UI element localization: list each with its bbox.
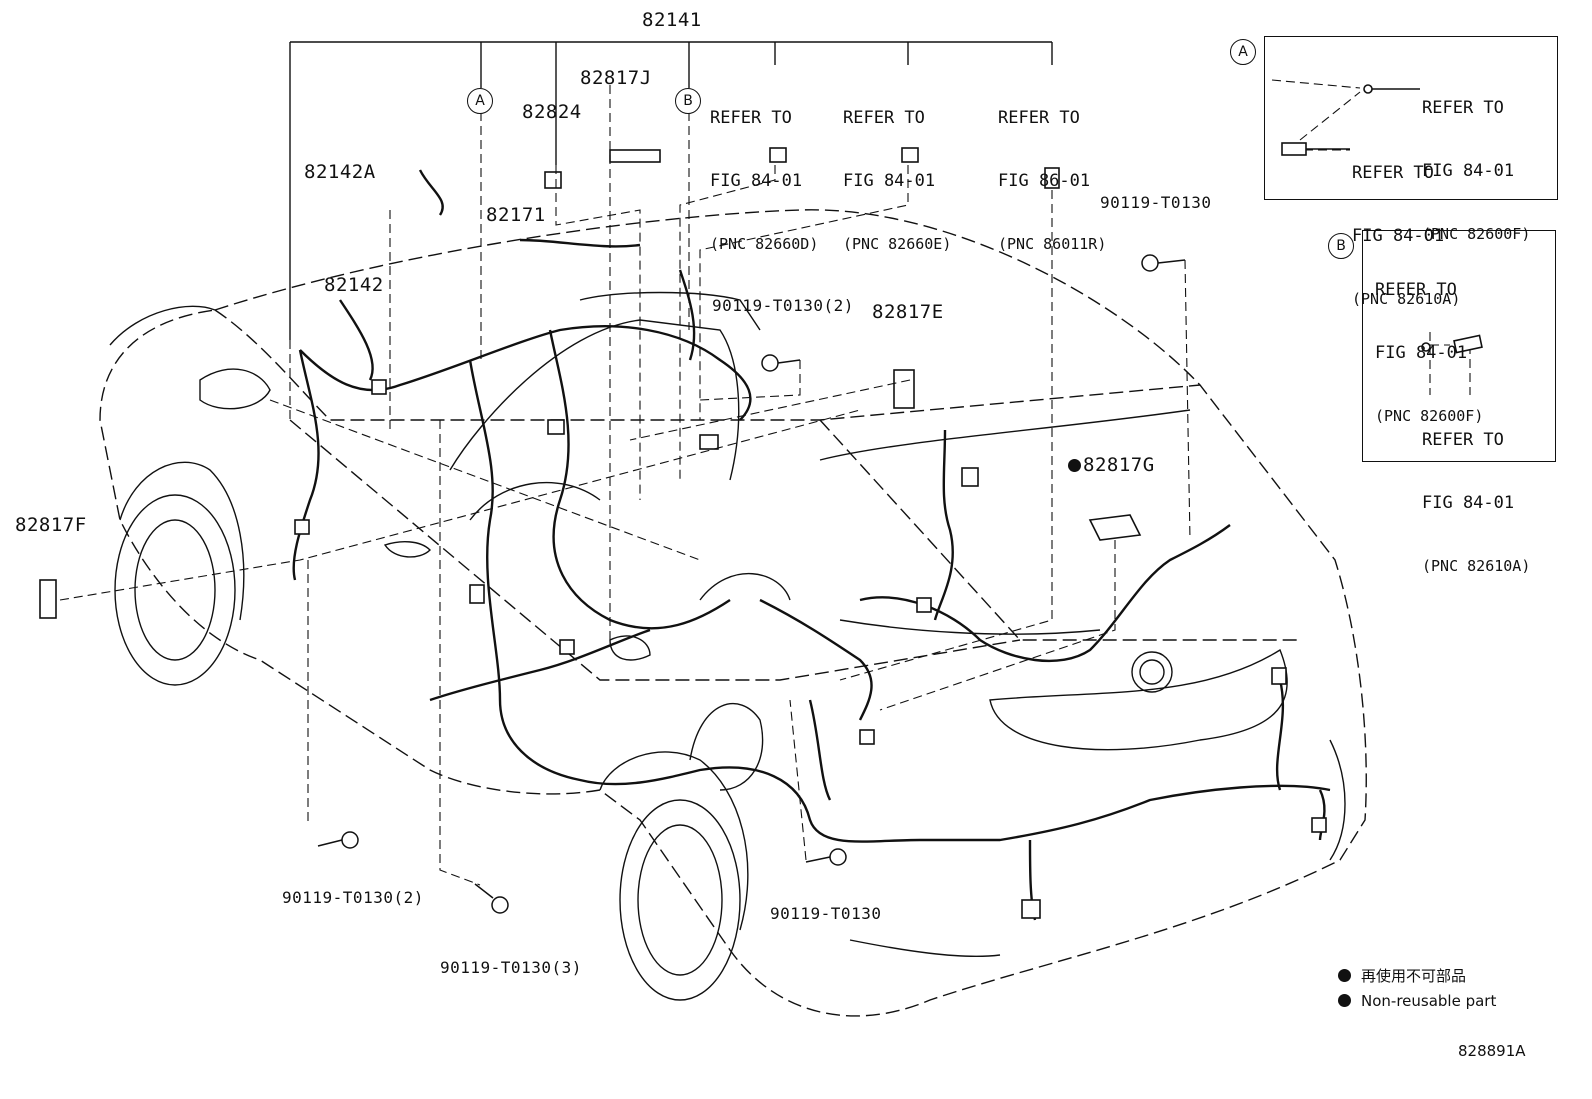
connectors	[39, 147, 1327, 919]
legend-en: Non-reusable part	[1338, 991, 1496, 1011]
refer-line: FIG 84-01	[843, 171, 936, 191]
refer-pnc: (PNC 82610A)	[1352, 290, 1461, 308]
part-82141-label: 82141	[642, 9, 702, 31]
part-82824-label: 82824	[522, 101, 582, 123]
non-reusable-dot-icon	[1068, 459, 1081, 472]
detail-a-parts	[1281, 84, 1420, 156]
detail-b-parts	[1421, 334, 1483, 354]
leader-lines	[59, 79, 1471, 886]
detail-b-circle: B	[1328, 233, 1354, 259]
legend-dot-icon	[1338, 994, 1351, 1007]
car-solid-lines	[109, 291, 1346, 1001]
part-82817E-label: 82817E	[872, 301, 944, 323]
circle-b-marker: B	[675, 88, 701, 114]
refer-pnc: (PNC 82600F)	[1422, 225, 1531, 243]
refer-line: REFER TO	[843, 108, 925, 128]
refer-block-82660E: REFER TO FIG 84-01 (PNC 82660E)	[843, 66, 951, 276]
legend-jp: 再使用不可部品	[1338, 966, 1466, 986]
refer-pnc: (PNC 86011R)	[998, 235, 1107, 253]
refer-line: REFER TO	[1422, 430, 1504, 450]
refer-line: FIG 84-01	[1375, 343, 1468, 363]
part-82142-label: 82142	[324, 274, 384, 296]
refer-line: REFER TO	[1352, 163, 1434, 183]
refer-line: REFER TO	[998, 108, 1080, 128]
detail-a-refer-1: REFER TO FIG 84-01 (PNC 82600F)	[1422, 56, 1530, 266]
part-82817G-text: 82817G	[1083, 454, 1155, 476]
detail-b-refer-1: REFER TO FIG 84-01 (PNC 82600F)	[1375, 238, 1483, 448]
detail-b-box	[1362, 230, 1556, 462]
part-90119-bottom-left-label: 90119-T0130(2)	[282, 888, 424, 907]
figure-code: 828891A	[1458, 1042, 1526, 1060]
refer-line: FIG 84-01	[710, 171, 803, 191]
refer-pnc: (PNC 82660E)	[843, 235, 952, 253]
refer-line: FIG 84-01	[1422, 493, 1515, 513]
part-82817F-label: 82817F	[15, 514, 87, 536]
part-82817J-label: 82817J	[580, 67, 652, 89]
detail-a-refer-2: REFER TO FIG 84-01 (PNC 82610A)	[1352, 121, 1460, 331]
refer-pnc: (PNC 82600F)	[1375, 407, 1484, 425]
refer-pnc: (PNC 82610A)	[1422, 557, 1531, 575]
refer-line: FIG 84-01	[1352, 226, 1445, 246]
refer-line: REFER TO	[1422, 98, 1504, 118]
part-82817G-label: 82817G	[1068, 455, 1155, 476]
circle-a-marker: A	[467, 88, 493, 114]
part-90119-bottom-label: 90119-T0130(3)	[440, 958, 582, 977]
legend-en-text: Non-reusable part	[1361, 992, 1497, 1010]
detail-a-box	[1264, 36, 1558, 200]
part-82141-bracket	[289, 41, 1053, 340]
part-82142A-label: 82142A	[304, 161, 376, 183]
refer-line: FIG 84-01	[1422, 161, 1515, 181]
refer-line: FIG 86-01	[998, 171, 1091, 191]
refer-line: REFER TO	[1375, 280, 1457, 300]
refer-block-86011R: REFER TO FIG 86-01 (PNC 86011R)	[998, 66, 1106, 276]
bolts	[317, 254, 1186, 914]
refer-line: REFER TO	[710, 108, 792, 128]
part-90119-right-label: 90119-T0130	[1100, 193, 1212, 212]
part-90119-top-label: 90119-T0130(2)	[712, 296, 854, 315]
refer-block-82660D: REFER TO FIG 84-01 (PNC 82660D)	[710, 66, 818, 276]
refer-pnc: (PNC 82660D)	[710, 235, 819, 253]
detail-b-refer-2: REFER TO FIG 84-01 (PNC 82610A)	[1422, 388, 1530, 598]
detail-a-circle: A	[1230, 39, 1256, 65]
wiring-harness	[292, 169, 1331, 921]
part-90119-bottom-mid-label: 90119-T0130	[770, 904, 882, 923]
legend-jp-text: 再使用不可部品	[1361, 967, 1467, 985]
legend-dot-icon	[1338, 969, 1351, 982]
part-82171-label: 82171	[486, 204, 546, 226]
car-body-outline	[99, 209, 1367, 1017]
